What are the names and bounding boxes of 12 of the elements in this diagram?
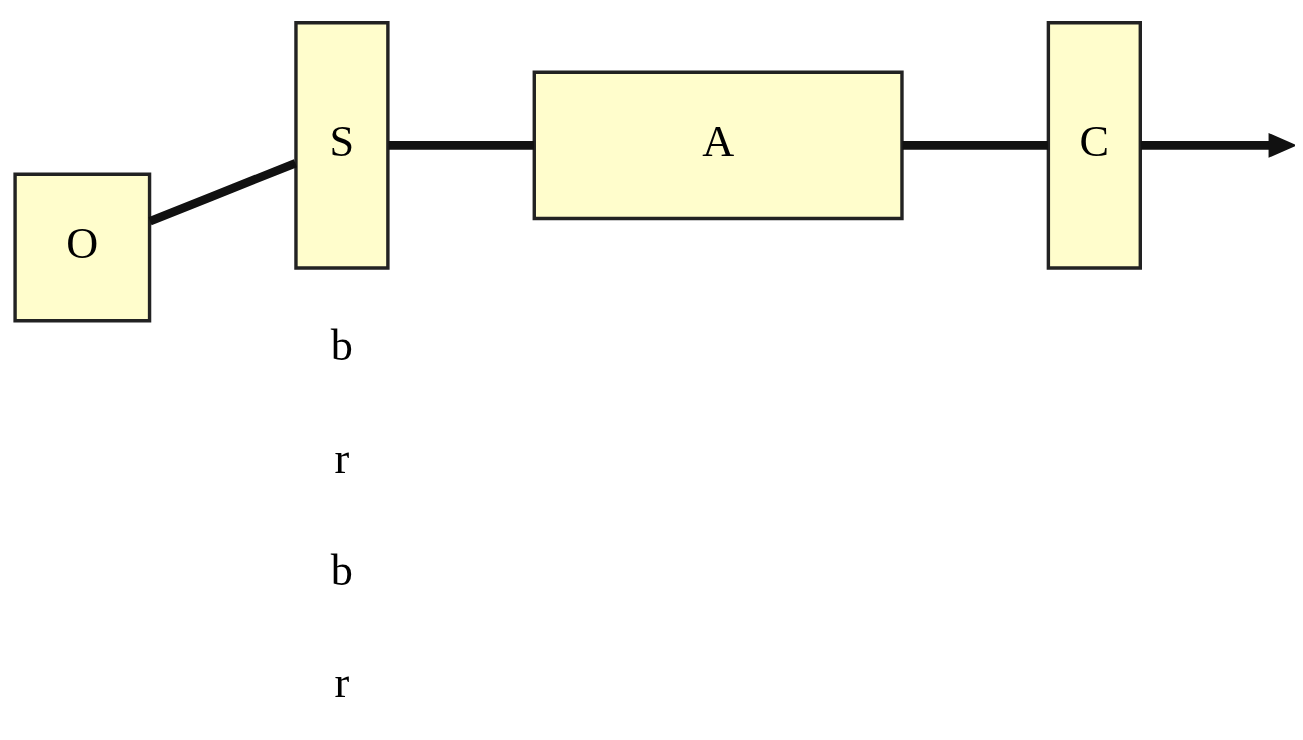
label: b — [330, 320, 353, 370]
label: r — [334, 657, 350, 707]
arrow — [1140, 132, 1295, 158]
node-box: C — [1046, 20, 1142, 270]
connector — [388, 140, 535, 150]
node-box: A — [532, 70, 904, 220]
label: r — [334, 433, 350, 483]
connector — [902, 140, 1049, 150]
node-box: O — [13, 172, 152, 322]
node-box: S — [294, 20, 390, 270]
label: b — [330, 545, 353, 595]
connector — [148, 158, 297, 225]
